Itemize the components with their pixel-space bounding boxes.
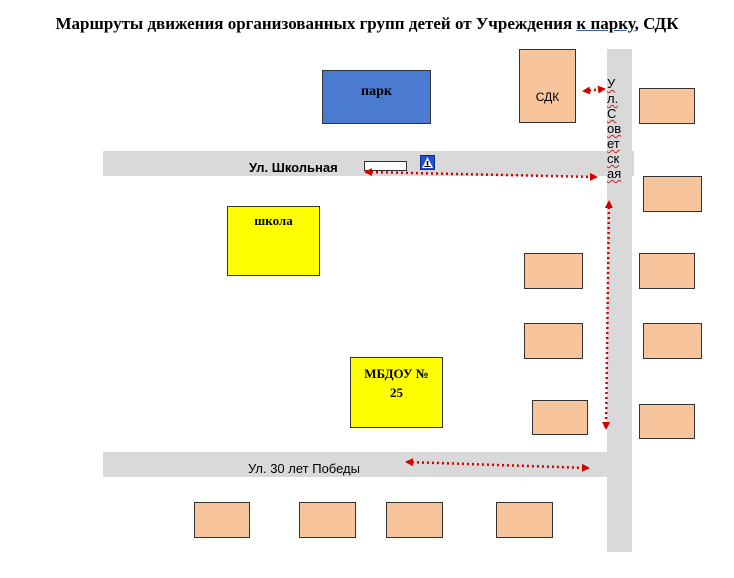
house (532, 400, 588, 435)
street-label-pobedy: Ул. 30 лет Победы (248, 461, 360, 476)
map-title: Маршруты движения организованных групп д… (0, 14, 734, 34)
house (194, 502, 250, 538)
title-prefix: Маршруты движения организованных групп д… (55, 14, 577, 33)
crosswalk-sign-icon (420, 155, 435, 170)
route-arrow-icon (582, 85, 606, 95)
street-label-sovetskaya: У л. С ов ет ск ая (607, 76, 627, 181)
house (639, 88, 695, 124)
house (496, 502, 553, 538)
sovetskaya-part: С (607, 106, 617, 121)
house (524, 253, 583, 289)
title-underlined: к парку (576, 14, 635, 33)
sovetskaya-part: ет (607, 136, 620, 151)
sdk-label: СДК (535, 90, 560, 104)
school: школа (227, 206, 320, 276)
house (639, 404, 695, 439)
mbdou-25: МБДОУ № 25 (350, 357, 443, 428)
mbdou-label-line1: МБДОУ № (364, 366, 429, 381)
house (643, 176, 702, 212)
house (386, 502, 443, 538)
house (643, 323, 702, 359)
school-label: школа (254, 213, 293, 228)
sovetskaya-part: ая (607, 166, 622, 181)
street-label-shkolnaya: Ул. Школьная (249, 160, 338, 175)
mbdou-label-line2: 25 (390, 385, 403, 400)
sovetskaya-part: ов (607, 121, 622, 136)
house (524, 323, 583, 359)
house (639, 253, 695, 289)
title-suffix: , СДК (634, 14, 679, 33)
sovetskaya-part: У (607, 76, 616, 91)
house (299, 502, 356, 538)
route-arrow-icon (405, 458, 590, 472)
park: парк (322, 70, 431, 124)
route-arrow-icon (602, 200, 613, 430)
sdk-building: СДК (519, 49, 576, 123)
route-arrow-icon (364, 168, 598, 181)
park-label: парк (361, 84, 392, 99)
sovetskaya-part: ск (607, 151, 620, 166)
sovetskaya-part: л. (607, 91, 619, 106)
